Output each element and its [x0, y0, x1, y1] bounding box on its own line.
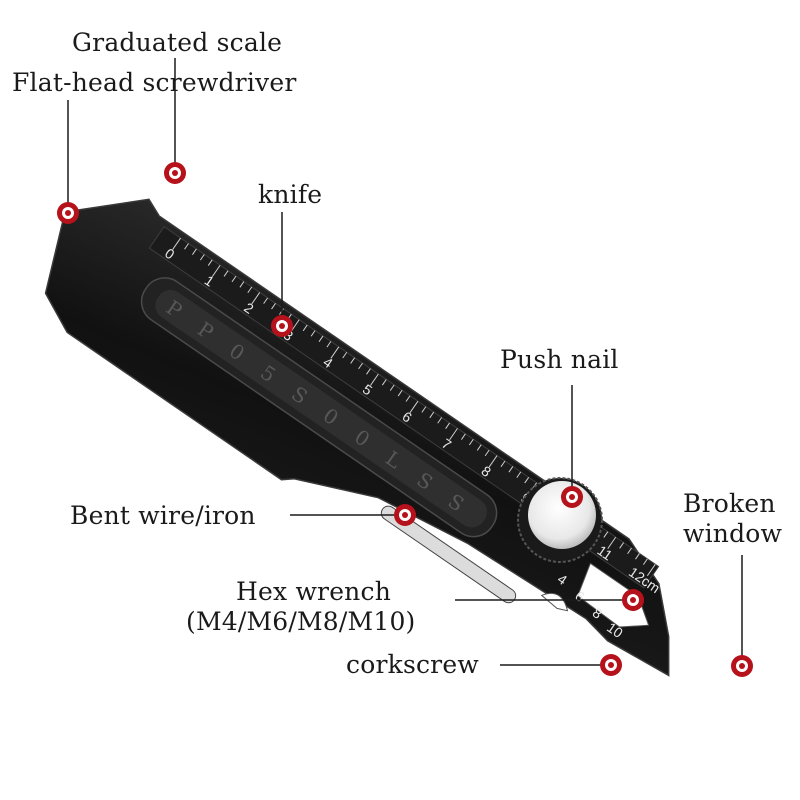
ruler-tick	[326, 341, 332, 348]
ruler-tick	[172, 237, 181, 250]
label-hex-wrench-line2: (M4/M6/M8/M10)	[186, 607, 416, 636]
marker-corkscrew	[600, 654, 622, 676]
ruler-tick	[476, 444, 482, 451]
marker-hex-wrench	[622, 589, 644, 611]
ruler-tick	[330, 346, 340, 359]
label-knife: knife	[258, 180, 323, 209]
ruler-tick	[619, 542, 625, 549]
ruler-tick	[409, 400, 419, 413]
label-broken-window-line2: window	[683, 519, 783, 548]
ruler-tick	[358, 362, 363, 370]
ruler-tick	[271, 303, 276, 310]
ruler-tick	[397, 390, 403, 397]
ruler-tick	[646, 564, 656, 577]
ruler-tick	[607, 536, 617, 549]
marker-knife	[271, 315, 293, 337]
ruler-tick	[437, 417, 443, 424]
label-corkscrew: corkscrew	[346, 650, 479, 679]
leader-lines	[67, 58, 743, 666]
ruler-tick	[211, 264, 221, 278]
ruler-tick	[405, 395, 411, 402]
ruler-tick	[635, 553, 640, 560]
ruler-tick	[421, 406, 427, 413]
ruler-tick	[389, 384, 395, 391]
ruler-tick	[500, 460, 506, 468]
ruler-tick	[381, 379, 387, 386]
ruler-tick	[484, 449, 490, 457]
markers	[57, 162, 753, 677]
ruler-tick	[627, 547, 632, 555]
ruler-tick	[251, 292, 261, 305]
hex-size-label: 10	[604, 619, 626, 641]
ruler-tick	[603, 531, 609, 538]
ruler-tick	[366, 368, 371, 375]
ruler-tick	[239, 281, 245, 288]
ruler-tick	[642, 558, 648, 565]
ruler-tick	[263, 297, 269, 304]
corkscrew-notch	[540, 592, 569, 612]
blade	[155, 289, 487, 528]
ruler-tick	[199, 254, 205, 261]
marker-flat-head	[57, 202, 79, 224]
marker-broken-window	[731, 655, 753, 677]
ruler-tick	[247, 286, 253, 294]
ruler-tick	[461, 433, 466, 440]
label-hex-wrench-line1: Hex wrench	[236, 577, 391, 606]
label-broken-window-line1: Broken	[683, 489, 776, 518]
label-push-nail: Push nail	[500, 345, 619, 374]
ruler-tick	[290, 319, 300, 332]
ruler-tick	[445, 422, 450, 429]
ruler-tick	[231, 275, 237, 283]
ruler-tick	[488, 455, 498, 468]
ruler-tick	[516, 471, 522, 478]
ruler-tick	[223, 270, 229, 277]
push-nail-knob	[517, 477, 603, 563]
ruler-tick	[370, 373, 379, 386]
ruler-tick	[318, 335, 324, 342]
label-bent-wire: Bent wire/iron	[70, 501, 256, 530]
ruler-tick	[449, 428, 458, 441]
ruler-tick	[468, 438, 474, 446]
ruler-tick	[302, 324, 308, 332]
marker-push-nail	[561, 486, 583, 508]
ruler-tick	[342, 351, 348, 359]
ruler-tick	[350, 357, 356, 364]
ruler-tick	[310, 330, 316, 337]
ruler-tick	[184, 243, 189, 250]
ruler-tick	[192, 248, 197, 255]
label-graduated-scale: Graduated scale	[72, 28, 283, 57]
marker-bent-wire	[394, 504, 416, 526]
ruler-tick	[524, 477, 530, 484]
marker-graduated-scale	[164, 162, 186, 184]
ruler-tick	[207, 259, 213, 266]
label-flat-head-screwdriver: Flat-head screwdriver	[12, 68, 297, 97]
ruler-tick	[429, 411, 435, 419]
ruler-tick	[508, 466, 514, 473]
